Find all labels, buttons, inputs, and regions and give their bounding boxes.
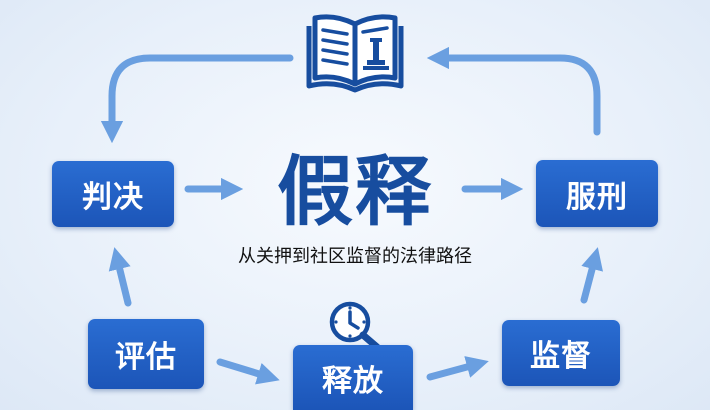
- arrow-release-to-supervise: [426, 356, 489, 381]
- node-supervision: 监督: [502, 320, 620, 386]
- node-release: 释放: [293, 345, 413, 410]
- clock-magnifier-icon: [329, 301, 381, 350]
- diagram-subtitle: 从关押到社区监督的法律路径: [238, 246, 472, 267]
- arrow-serve-to-book: [426, 46, 601, 136]
- node-assessment: 评估: [88, 319, 204, 389]
- law-book-icon: [306, 14, 404, 93]
- diagram-title: 假释: [277, 147, 433, 236]
- arrow-assess-to-release: [216, 358, 280, 385]
- node-serve-sentence: 服刑: [536, 160, 658, 227]
- node-judgment: 判决: [52, 161, 174, 227]
- arrow-supervise-to-serve: [580, 247, 603, 304]
- arrow-book-to-judgment: [100, 54, 294, 144]
- arrow-assess-to-judgment: [108, 247, 132, 307]
